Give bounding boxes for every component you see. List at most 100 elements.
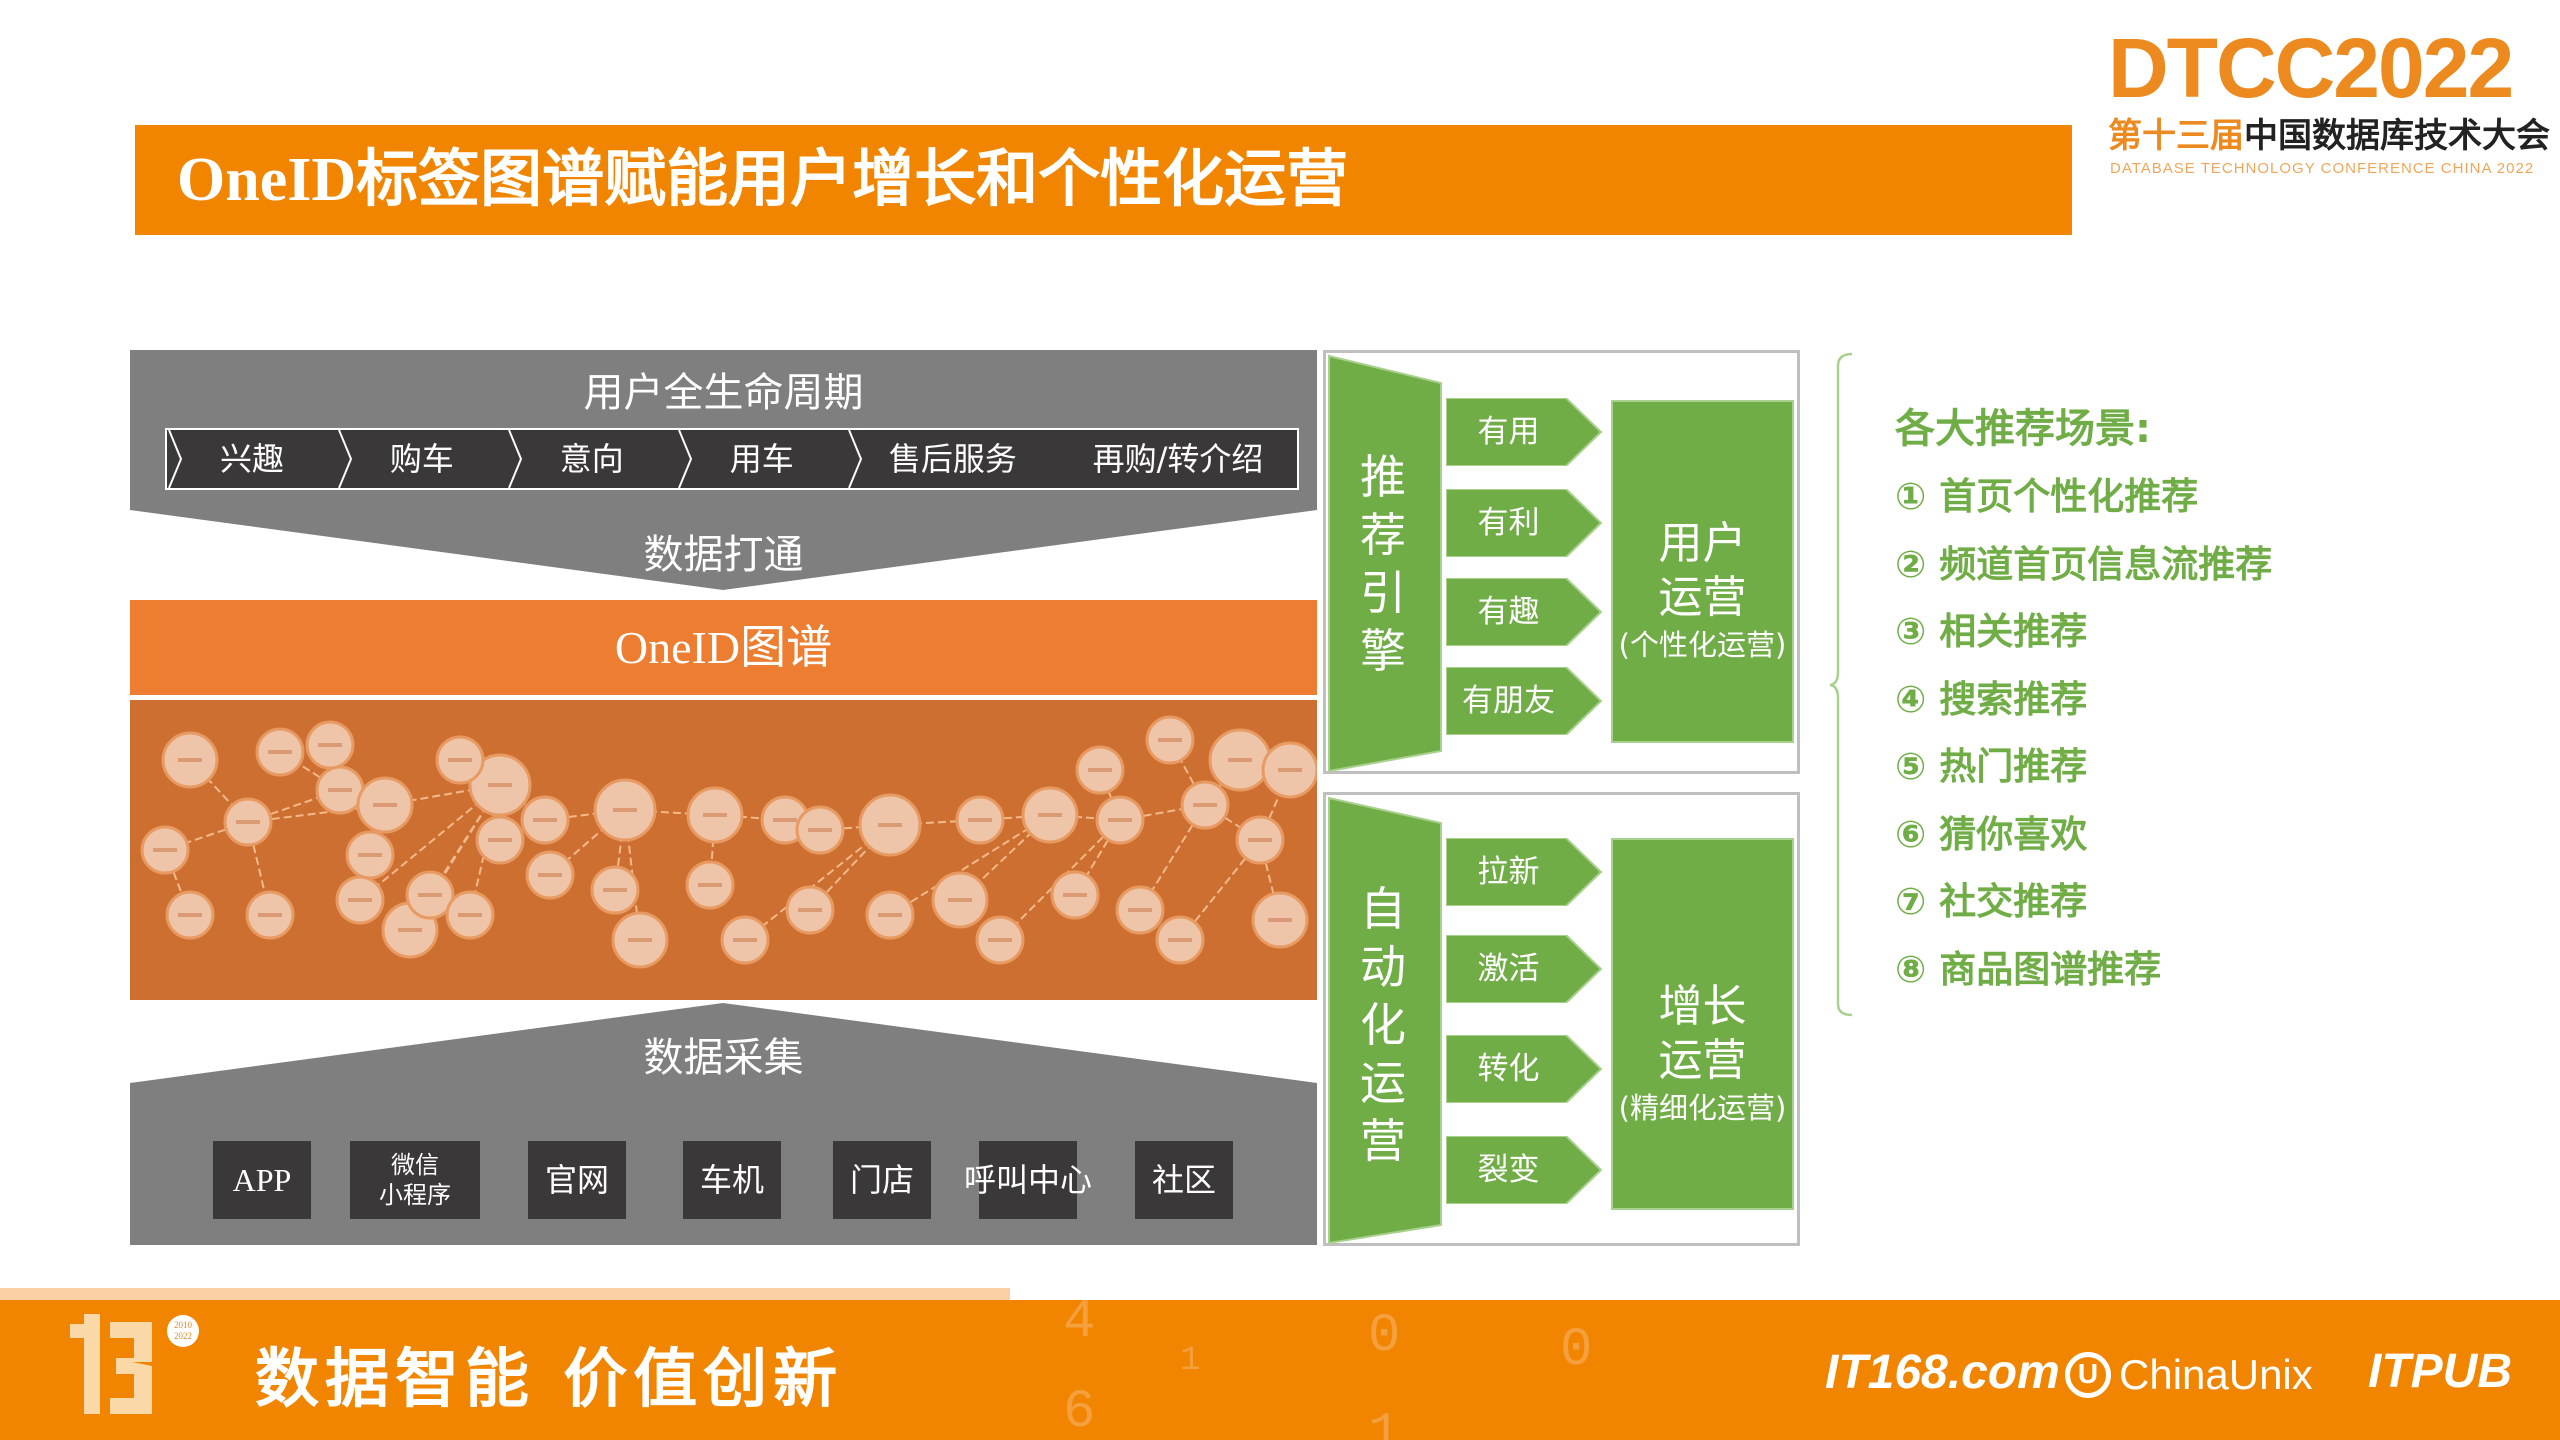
recommend-engine-label: 推荐引擎 [1360,450,1406,678]
decorative-digit: 1 [1368,1405,1401,1440]
automation-item: 激活 [1446,935,1604,1003]
data-collection-section: 数据采集 APP 微信 小程序 官网 车机 门店 呼叫中心 社区 [130,1003,1317,1245]
page-title: OneID标签图谱赋能用户增长和个性化运营 [177,146,1349,214]
user-operation-subtitle: (个性化运营) [1618,628,1787,662]
graph-node-label-placeholder [703,813,727,817]
automation-item-label: 激活 [1477,951,1540,987]
arrow-right-shape [1446,667,1603,735]
graph-node-label-placeholder [1193,803,1217,807]
source-community: 社区 [1135,1141,1233,1219]
curly-bracket [1829,352,1853,1017]
partner-itpub: ITPUB [2368,1345,2512,1398]
graph-node-label-placeholder [603,888,627,892]
chevron-right-icon [168,430,183,488]
graph-node-label-placeholder [373,803,397,807]
graph-node-label-placeholder [808,828,832,832]
graph-node-label-placeholder [318,743,342,747]
graph-node-label-placeholder [153,848,177,852]
anniversary-year-end: 2022 [174,1331,192,1341]
lifecycle-step-label: 售后服务 [888,440,1017,478]
graph-node-label-placeholder [258,913,282,917]
logo-conference-en: DATABASE TECHNOLOGY CONFERENCE CHINA 202… [2110,160,2535,177]
data-collection-title: 数据采集 [643,1035,804,1081]
lifecycle-step: 兴趣 [167,430,337,488]
growth-operation-box: 增长运营 (精细化运营) [1611,838,1794,1210]
scene-item: ④ 搜索推荐 [1895,677,2088,721]
arrow-right-shape [1446,838,1603,906]
decorative-digit: 1 [1180,1342,1201,1380]
graph-node-label-placeholder [988,938,1012,942]
graph-node-label-placeholder [968,818,992,822]
graph-node-label-placeholder [773,818,797,822]
recommend-scenes-list: 各大推荐场景: ① 首页个性化推荐 ② 频道首页信息流推荐 ③ 相关推荐 ④ 搜… [1895,395,2272,1003]
graph-node-label-placeholder [268,750,292,754]
lifecycle-step-label: 意向 [559,440,624,478]
automation-label: 自动化运营 [1360,882,1406,1168]
graph-node-label-placeholder [1088,768,1112,772]
arrow-right-shape [1446,578,1603,646]
lifecycle-step: 用车 [677,430,847,488]
user-operation-box: 用户运营 (个性化运营) [1611,400,1794,743]
recommend-item: 有利 [1446,489,1604,557]
graph-node-label-placeholder [733,938,757,942]
graph-node-label-placeholder [1063,893,1087,897]
decorative-digit: 4 [1063,1300,1096,1353]
scenes-heading: 各大推荐场景: [1895,406,2151,452]
logo-edition: 第十三届 [2108,116,2244,156]
oneid-graph-image [130,700,1319,1000]
lifecycle-step: 意向 [507,430,677,488]
graph-node-label-placeholder [1128,908,1152,912]
source-wechat-miniprogram: 微信 小程序 [350,1141,480,1219]
oneid-graph-title: OneID图谱 [614,622,833,673]
lifecycle-step: 再购/转介绍 [1059,430,1297,488]
recommend-item-label: 有趣 [1477,594,1540,630]
graph-edge [889,814,1051,916]
lifecycle-step-label: 兴趣 [219,440,284,478]
graph-node-label-placeholder [398,928,422,932]
decorative-digit: 0 [1560,1320,1593,1381]
graph-node-label-placeholder [1108,818,1132,822]
graph-node-label-placeholder [488,838,512,842]
lifecycle-subtitle: 数据打通 [643,532,804,578]
scene-item: ① 首页个性化推荐 [1895,475,2199,518]
lifecycle-title: 用户全生命周期 [583,370,864,416]
recommend-item-label: 有用 [1477,414,1540,450]
growth-operation-title: 增长运营 [1658,981,1747,1086]
lifecycle-step-label: 再购/转介绍 [1092,440,1264,478]
automation-item-label: 转化 [1477,1051,1540,1087]
chinaunix-logo-icon: U [2065,1351,2111,1398]
graph-node-label-placeholder [948,898,972,902]
automation-panel: 自动化运营 拉新 激活 转化 裂变 增长运营 (精细化运营) [1323,792,1800,1246]
decorative-digit: 6 [1063,1382,1096,1440]
graph-node-label-placeholder [236,820,260,824]
chevron-right-icon [677,430,692,488]
graph-node-label-placeholder [798,908,822,912]
graph-node-label-placeholder [178,758,202,762]
graph-edge [1099,769,1121,821]
decorative-digit: 0 [1368,1306,1401,1367]
graph-node-label-placeholder [458,913,482,917]
automation-item-label: 拉新 [1477,854,1540,890]
chevron-right-icon [847,430,862,488]
graph-node-label-placeholder [538,873,562,877]
graph-node-label-placeholder [1038,813,1062,817]
source-car-terminal: 车机 [683,1141,781,1219]
graph-node-label-placeholder [488,783,512,787]
logo-conference-name: 第十三届中国数据库技术大会 [2108,116,2550,156]
lifecycle-steps: 兴趣 购车 意向 用车 售后服务 再购/转介绍 [165,428,1299,490]
oneid-graph-header: OneID图谱 [130,600,1317,695]
recommend-item: 有用 [1446,398,1604,466]
graph-node-label-placeholder [878,823,902,827]
automation-item: 裂变 [1446,1136,1604,1204]
arrow-right-shape [1446,935,1603,1003]
source-website: 官网 [528,1141,626,1219]
graph-node-label-placeholder [1248,838,1272,842]
title-bar: OneID标签图谱赋能用户增长和个性化运营 [135,125,2072,235]
graph-node-label-placeholder [533,818,557,822]
recommend-item: 有趣 [1446,578,1604,646]
graph-node-label-placeholder [1268,918,1292,922]
lifecycle-step: 购车 [337,430,507,488]
recommend-item-label: 有朋友 [1462,683,1555,719]
recommend-funnel-shape [1328,354,1442,773]
chinaunix-label: ChinaUnix [2119,1350,2313,1398]
